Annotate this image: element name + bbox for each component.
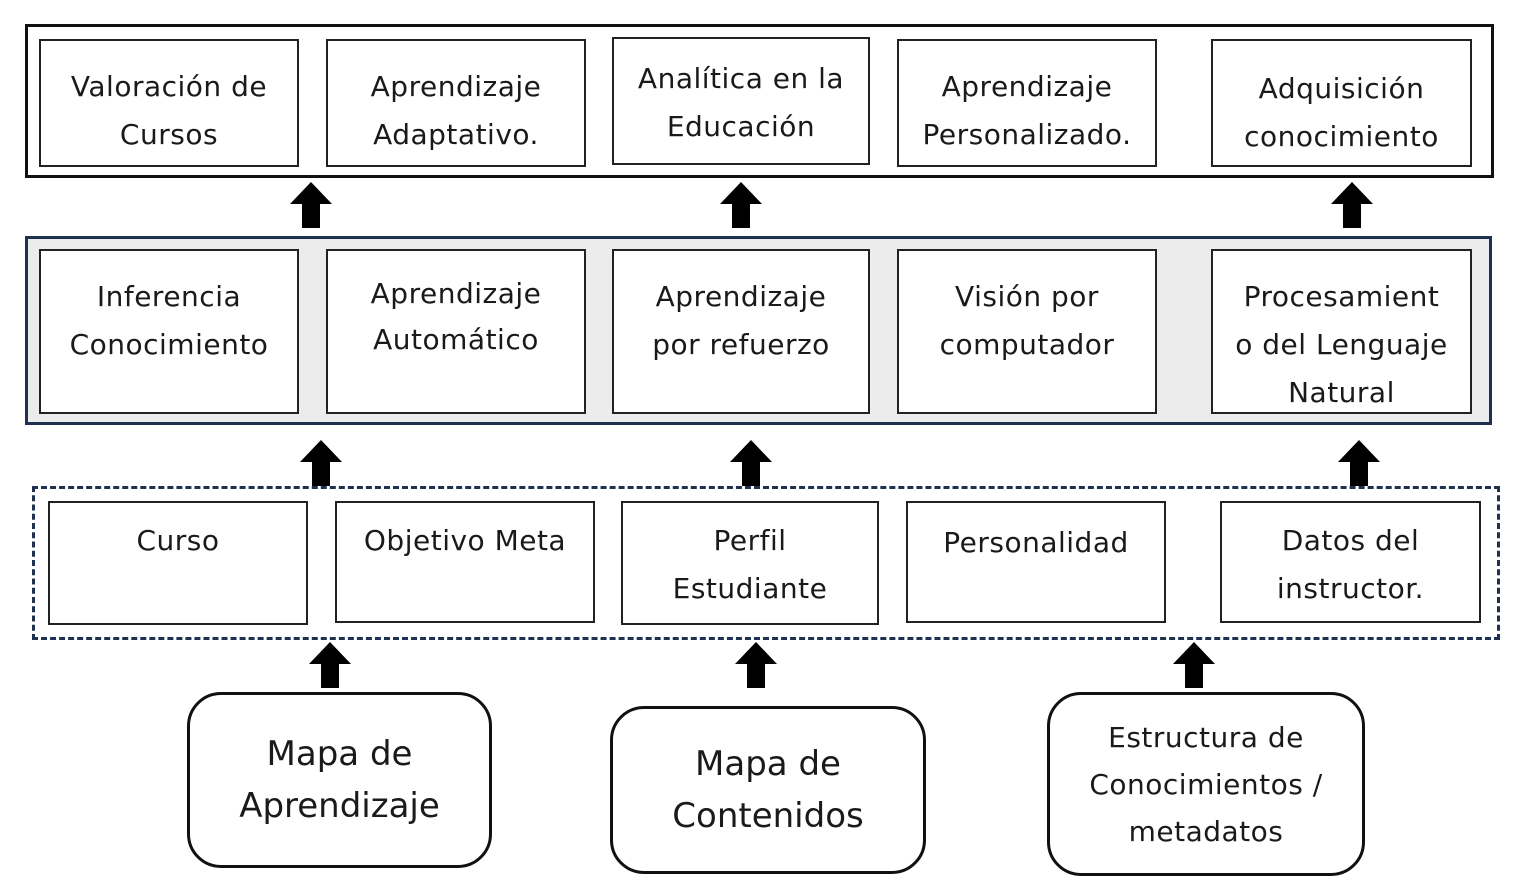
box-procesamiento-lenguaje: Procesamient o del Lenguaje Natural: [1211, 249, 1472, 414]
box-aprendizaje-adaptativo: Aprendizaje Adaptativo.: [326, 39, 586, 167]
box-aprendizaje-automatico: Aprendizaje Automático: [326, 249, 586, 414]
techniques-layer: Inferencia Conocimiento Aprendizaje Auto…: [25, 236, 1492, 425]
applications-layer: Valoración de Cursos Aprendizaje Adaptat…: [25, 24, 1494, 178]
box-adquisicion-conocimiento: Adquisición conocimiento: [1211, 39, 1472, 167]
up-arrow-icon: [1173, 642, 1215, 688]
source-mapa-aprendizaje: Mapa de Aprendizaje: [187, 692, 492, 868]
box-objetivo-meta: Objetivo Meta: [335, 501, 595, 623]
data-layer: Curso Objetivo Meta Perfil Estudiante Pe…: [32, 486, 1500, 640]
up-arrow-icon: [1338, 440, 1380, 486]
up-arrow-icon: [290, 182, 332, 228]
box-vision-computador: Visión por computador: [897, 249, 1157, 414]
box-aprendizaje-personalizado: Aprendizaje Personalizado.: [897, 39, 1157, 167]
box-perfil-estudiante: Perfil Estudiante: [621, 501, 879, 625]
box-valoracion-cursos: Valoración de Cursos: [39, 39, 299, 167]
source-mapa-contenidos: Mapa de Contenidos: [610, 706, 926, 874]
up-arrow-icon: [1331, 182, 1373, 228]
box-analitica-educacion: Analítica en la Educación: [612, 37, 870, 165]
up-arrow-icon: [309, 642, 351, 688]
source-estructura-conocimientos: Estructura de Conocimientos / metadatos: [1047, 692, 1365, 876]
box-datos-instructor: Datos del instructor.: [1220, 501, 1481, 623]
box-personalidad: Personalidad: [906, 501, 1166, 623]
up-arrow-icon: [300, 440, 342, 486]
box-inferencia-conocimiento: Inferencia Conocimiento: [39, 249, 299, 414]
box-aprendizaje-refuerzo: Aprendizaje por refuerzo: [612, 249, 870, 414]
up-arrow-icon: [730, 440, 772, 486]
up-arrow-icon: [735, 642, 777, 688]
box-curso: Curso: [48, 501, 308, 625]
up-arrow-icon: [720, 182, 762, 228]
